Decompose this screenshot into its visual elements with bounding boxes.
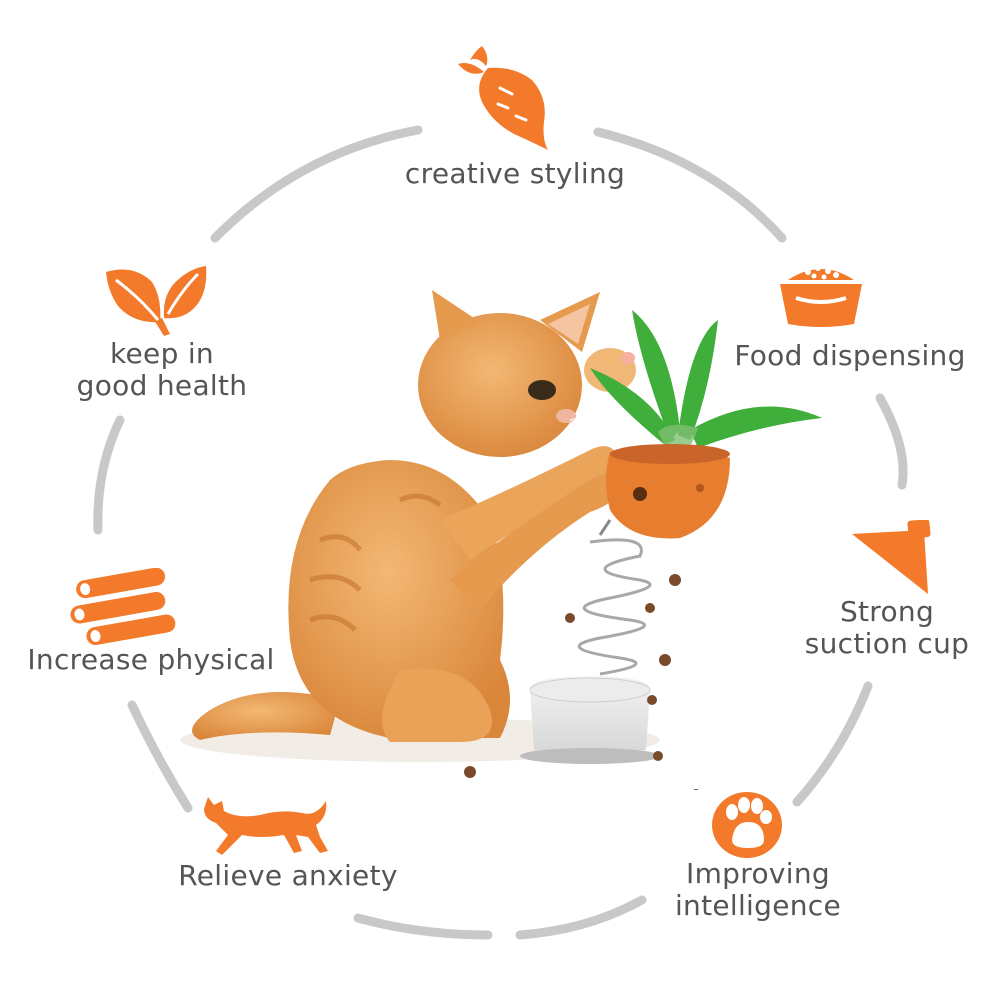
suction-cup-rim <box>520 748 660 764</box>
carrot-icon <box>458 46 548 150</box>
feature-label-food-dispensing: Food dispensing <box>734 339 966 372</box>
cat-front-arm-right <box>450 473 625 610</box>
leaf-icon <box>106 266 207 336</box>
cat-front-arm-left <box>440 446 618 560</box>
running-cat-icon <box>204 797 328 855</box>
sticks-icon <box>70 568 176 646</box>
cat-ear-left <box>432 290 480 340</box>
paw-print-icon <box>712 792 782 858</box>
falling-treats <box>464 574 699 790</box>
feature-label-creative-styling: creative styling <box>404 157 626 190</box>
feature-label-improving-intelligence: Improving intelligence <box>674 857 842 922</box>
cat-eye <box>528 380 556 400</box>
ring-segment-right-upper <box>875 393 908 490</box>
ring-segment-top-right <box>593 127 787 243</box>
toy-leaves <box>590 310 822 448</box>
feature-label-suction-cup: Strong suction cup <box>804 595 970 660</box>
toy-carrot-body <box>606 447 730 539</box>
ring-segment-right-lower <box>792 681 873 807</box>
food-bowl-icon <box>780 265 862 327</box>
cat-playing-with-carrot-toy-photo <box>180 290 822 790</box>
ring-segment-top-left <box>210 125 423 243</box>
feature-label-relieve-anxiety: Relieve anxiety <box>178 859 398 892</box>
toy-treat-hole <box>633 487 647 501</box>
ring-segment-left-upper <box>93 415 125 535</box>
feature-label-increase-physical: Increase physical <box>27 643 275 676</box>
feature-label-good-health: keep in good health <box>76 337 248 402</box>
cat-hind-leg <box>382 668 492 742</box>
suction-cup-icon <box>852 520 931 594</box>
ring-segment-bottom-left <box>353 913 493 940</box>
ring-segment-bottom-right <box>515 895 647 940</box>
ring-segment-left-lower <box>127 700 193 813</box>
toy-spring <box>577 538 652 676</box>
cat-tail <box>192 692 340 740</box>
cat-head <box>418 313 582 457</box>
cat-nose <box>556 409 576 423</box>
